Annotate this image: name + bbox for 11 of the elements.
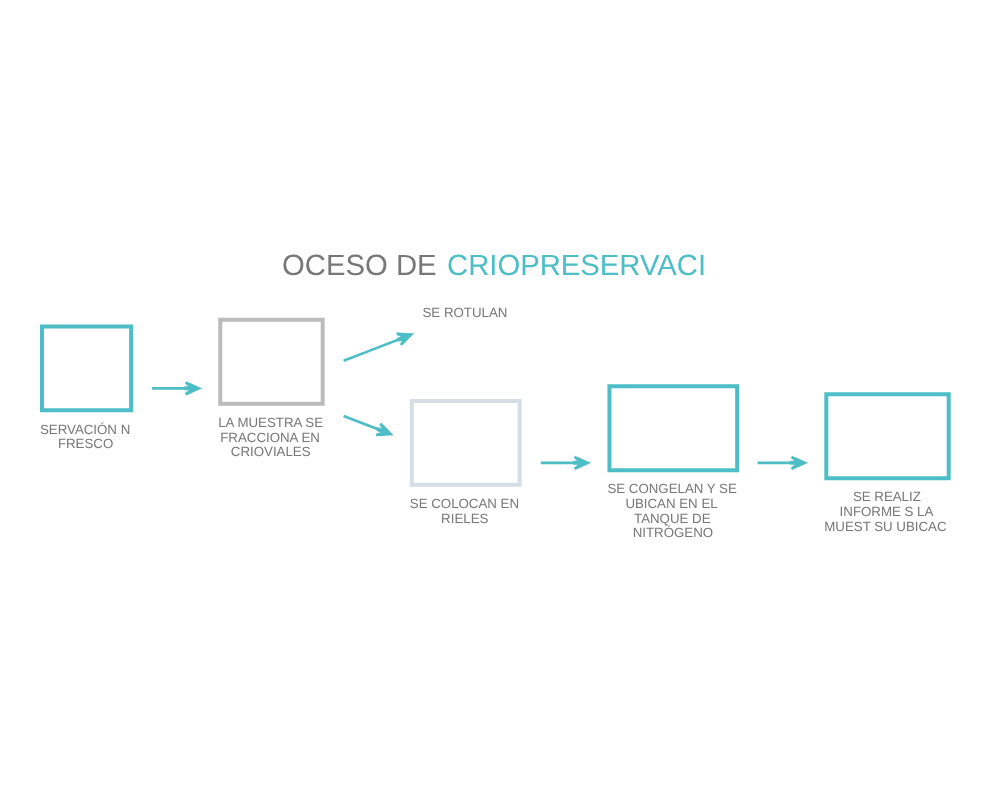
- arrow: [540, 454, 590, 470]
- arrow: [343, 413, 392, 436]
- node-box: [39, 323, 134, 412]
- node-box: [409, 398, 522, 486]
- node-box: [218, 316, 325, 405]
- arrow: [343, 331, 413, 362]
- diagram-title: OCESO DE CRIOPRESERVACI: [282, 249, 707, 282]
- arrow: [757, 454, 807, 470]
- node-box: [607, 383, 740, 472]
- node-box: [824, 391, 951, 480]
- arrow: [152, 380, 201, 395]
